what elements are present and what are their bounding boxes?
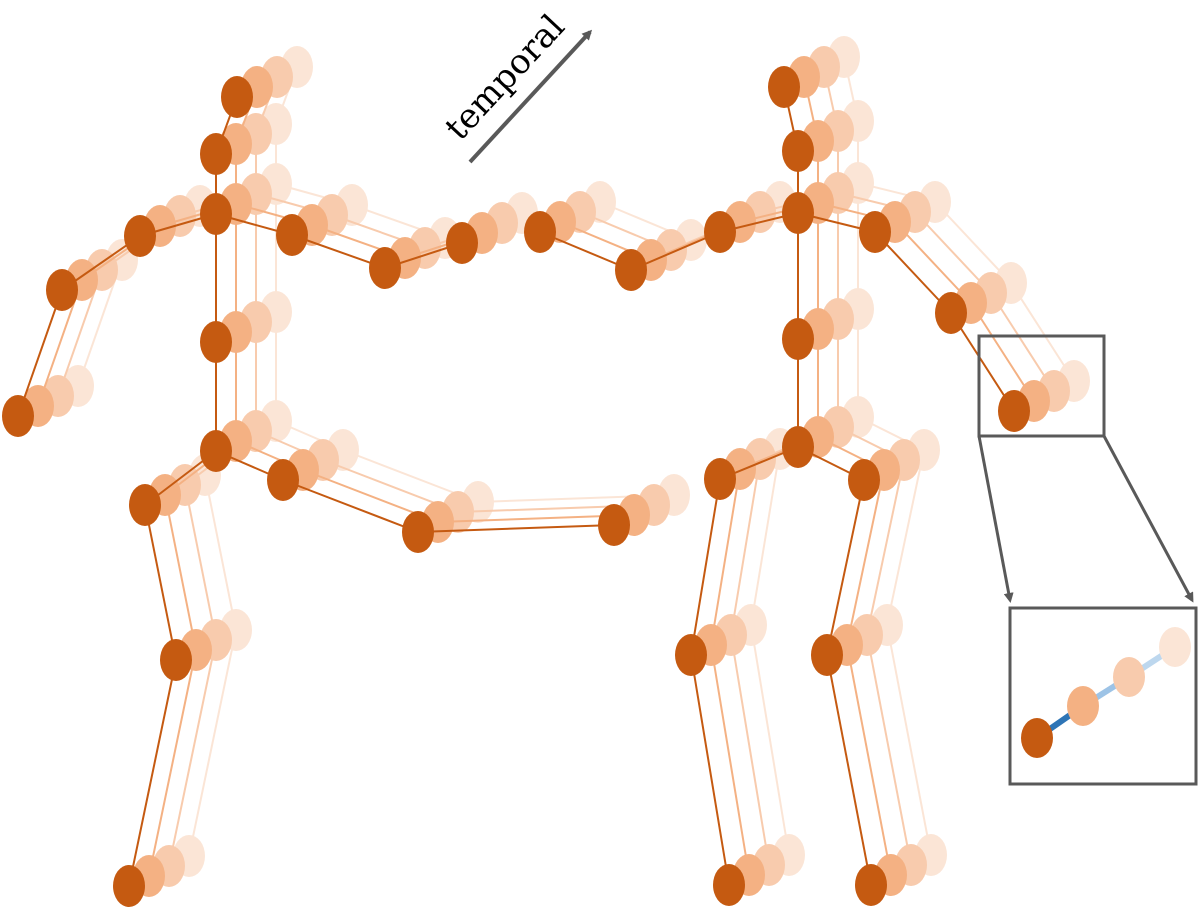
left-skeleton-bone-lhip-lknee [164, 494, 197, 651]
right-skeleton-bone-lhip-lknee [730, 458, 761, 636]
right-skeleton-joint-rhip [848, 459, 880, 501]
left-skeleton-bone-lknee-lfoot [128, 659, 177, 887]
left-skeleton-joint-spine [200, 321, 232, 363]
right-skeleton-joint-chest [782, 192, 814, 234]
left-skeleton-bone-lhip-lknee [144, 504, 177, 661]
left-skeleton-joint-lhip [129, 484, 161, 526]
right-skeleton-bone-rknee-rfoot [826, 654, 872, 886]
left-skeleton-joint-chest [200, 193, 232, 235]
right-skeleton-joint-neck [782, 130, 814, 172]
zoom-joint-frame-0 [1021, 718, 1053, 758]
left-skeleton-frame-1 [22, 66, 650, 897]
left-skeleton-joint-hip [200, 430, 232, 472]
right-skeleton-joint-relb [935, 292, 967, 334]
zoom-arrow-right [1102, 435, 1194, 603]
right-skeleton-frame-0 [524, 66, 1030, 906]
left-skeleton-joint-lfoot [113, 865, 145, 907]
right-skeleton-bone-lhip-lknee [710, 468, 741, 646]
zoom-arrow-left [977, 435, 1014, 603]
left-skeleton-joint-head [221, 76, 253, 118]
left-skeleton-bone-lknee-lfoot [188, 629, 237, 857]
right-skeleton-bone-rhip-rknee [846, 469, 885, 646]
right-skeleton-joint-rhand [998, 390, 1030, 432]
right-skeleton-bone-rknee-rfoot [886, 624, 932, 856]
right-skeleton-bone-rknee-rfoot [846, 644, 892, 876]
zoom-joint-frame-1 [1067, 686, 1099, 726]
zoom-joint-frame-2 [1113, 657, 1145, 697]
left-skeleton-bone-lhip-lknee [204, 474, 237, 631]
left-skeleton-joint-lsho [124, 215, 156, 257]
zoom-joint-frame-3 [1159, 627, 1191, 667]
right-skeleton-joint-lelb [615, 249, 647, 291]
right-skeleton-joint-rknee [811, 634, 843, 676]
right-skeleton-joint-lhip [704, 458, 736, 500]
left-skeleton-bone-lhip-lknee [184, 484, 217, 641]
right-skeleton-bone-relb-rhand [990, 292, 1055, 392]
right-skeleton-bone-rknee-rfoot [866, 634, 912, 866]
left-skeleton-bone-rknee-rfoot [417, 524, 615, 533]
right-skeleton-joint-spine [782, 318, 814, 360]
left-skeleton-joint-lhand [2, 395, 34, 437]
right-skeleton-joint-lsho [704, 211, 736, 253]
skeleton-group [2, 36, 1090, 907]
right-skeleton-joint-lhand [524, 211, 556, 253]
left-skeleton-joint-rhip [267, 459, 299, 501]
zoom-detail-content [1021, 627, 1191, 758]
right-skeleton-bone-lknee-lfoot [730, 634, 770, 866]
right-skeleton-bone-lhip-lknee [690, 478, 721, 656]
left-skeleton-joint-neck [200, 133, 232, 175]
left-skeleton-bone-lknee-lfoot [148, 649, 197, 877]
left-skeleton-joint-relb [369, 247, 401, 289]
left-skeleton-frame-0 [2, 76, 630, 907]
right-skeleton-bone-relb-rhand [1010, 282, 1075, 382]
right-skeleton-bone-lknee-lfoot [710, 644, 750, 876]
right-skeleton-joint-hip [782, 426, 814, 468]
right-skeleton-bone-rsho-relb [914, 211, 992, 294]
zoom-detail-box [1008, 606, 1198, 786]
left-skeleton-joint-lknee [160, 639, 192, 681]
right-skeleton-joint-lfoot [713, 864, 745, 906]
right-skeleton-bone-rhip-rknee [826, 479, 865, 656]
left-skeleton-joint-rsho [276, 214, 308, 256]
right-skeleton-bone-rsho-relb [874, 231, 952, 314]
right-skeleton-joint-head [768, 66, 800, 108]
right-skeleton-bone-rsho-relb [934, 201, 1012, 284]
right-skeleton-bone-lhip-lknee [750, 448, 781, 626]
left-skeleton-joint-rfoot [598, 504, 630, 546]
left-skeleton-bone-rsho-relb [291, 234, 386, 269]
right-skeleton-joint-rsho [859, 211, 891, 253]
left-skeleton-joint-rknee [402, 511, 434, 553]
right-skeleton-bone-rsho-relb [894, 221, 972, 304]
left-skeleton-frame-2 [42, 56, 670, 887]
right-skeleton-bone-rhip-rknee [886, 449, 925, 626]
right-skeleton-bone-relb-rhand [950, 312, 1015, 412]
left-skeleton-bone-lelb-lhand [17, 289, 63, 417]
right-skeleton-bone-lknee-lfoot [690, 654, 730, 886]
left-skeleton-bone-rhip-rknee [282, 479, 419, 533]
left-skeleton-joint-rhand [446, 222, 478, 264]
right-skeleton-joint-rfoot [855, 864, 887, 906]
left-skeleton-bone-lknee-lfoot [168, 639, 217, 867]
right-skeleton-bone-relb-rhand [970, 302, 1035, 402]
right-skeleton-bone-rhip-rknee [866, 459, 905, 636]
right-skeleton-joint-lknee [675, 634, 707, 676]
right-skeleton-bone-lknee-lfoot [750, 624, 790, 856]
temporal-arrow [468, 29, 593, 164]
left-skeleton-joint-lelb [46, 269, 78, 311]
zoom-source-box [977, 334, 1106, 438]
